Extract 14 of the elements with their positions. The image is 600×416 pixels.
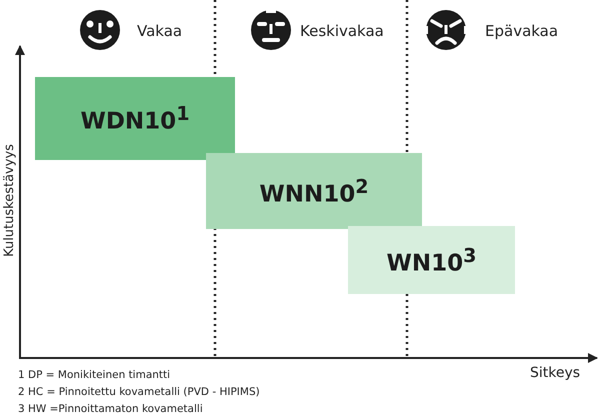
stability-label: Epävakaa <box>485 22 558 40</box>
footnote: 3 HW =Pinnoittamaton kovametalli <box>18 403 203 415</box>
grade-label: WN10$^{3}$ <box>386 244 476 276</box>
axis-title: Sitkeys <box>530 365 580 381</box>
footnote: 2 HC = Pinnoitettu kovametalli (PVD - HIPIMS) <box>18 386 260 398</box>
axis-title: Kulutuskestävyys <box>1 144 16 256</box>
wear-resistance-bar <box>35 77 235 160</box>
grade-label: WDN10$^{1}$ <box>80 102 190 135</box>
wear-resistance-bar <box>206 153 422 229</box>
stability-label: Keskivakaa <box>300 22 384 40</box>
wear-resistance-bar <box>348 226 515 294</box>
grade-label: WNN10$^{2}$ <box>259 174 369 208</box>
stability-label: Vakaa <box>137 22 182 40</box>
footnote: 1 DP = Monikiteinen timantti <box>18 369 170 381</box>
